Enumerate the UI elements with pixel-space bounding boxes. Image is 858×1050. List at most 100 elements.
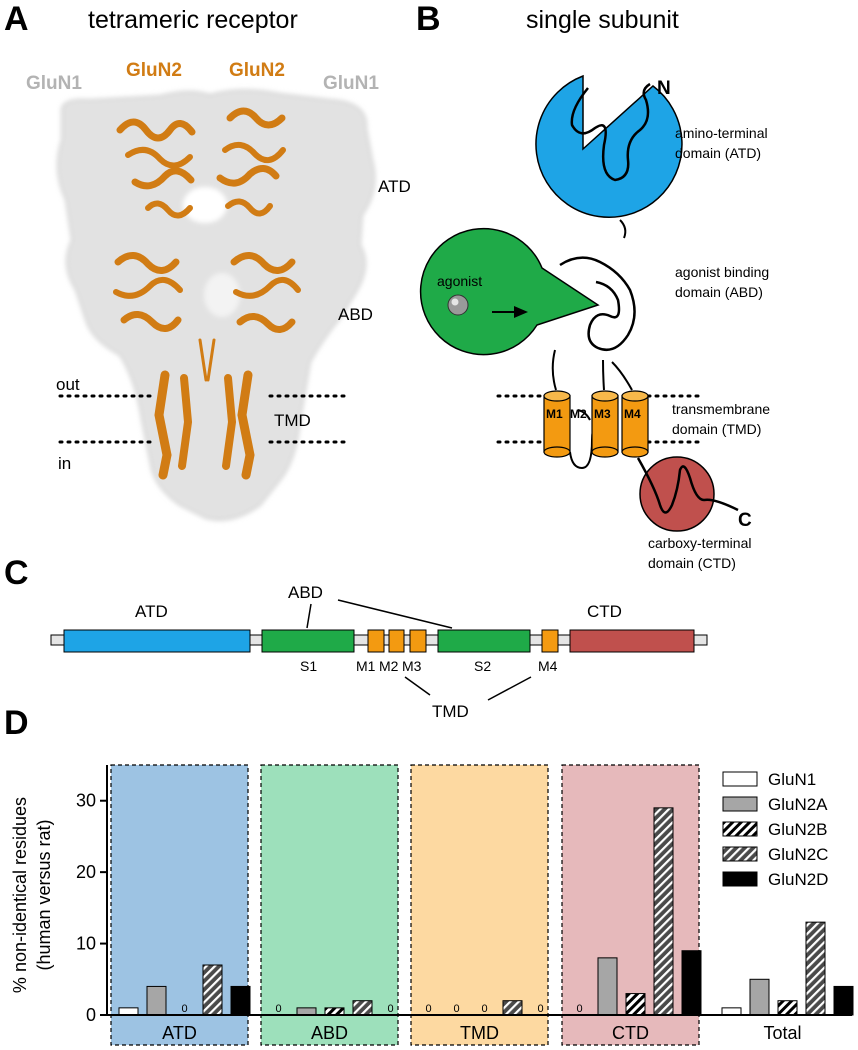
legend-swatch-glun1	[722, 771, 758, 787]
atd-chain	[570, 82, 651, 182]
panel-a-title: tetrameric receptor	[88, 6, 298, 34]
atd-label-line2: domain (ATD)	[675, 145, 761, 161]
bar-glun2b-ctd	[625, 993, 646, 1016]
y-tick-label-30: 30	[76, 791, 96, 811]
legend-swatch-glun2a	[722, 796, 758, 812]
legend-label-glun2c: GluN2C	[768, 845, 828, 864]
bar-glun2b-total	[777, 1000, 798, 1016]
panel-b: B single subunit N amino-terminal domain…	[416, 0, 770, 571]
category-label-abd: ABD	[311, 1023, 348, 1043]
y-tick-label-0: 0	[86, 1005, 96, 1025]
y-tick-label-20: 20	[76, 862, 96, 882]
zero-label-glun1-ctd: 0	[576, 1003, 582, 1015]
abd-pointer-s1	[306, 603, 312, 629]
panel-a: A tetrameric receptor GluN1 GluN2 GluN2 …	[4, 0, 411, 521]
legend-swatch-glun2c	[722, 846, 758, 862]
tmd-label-line2: domain (TMD)	[672, 421, 761, 437]
abd-pointer-s2	[337, 599, 453, 629]
abd-chain	[559, 256, 636, 352]
legend-label-glun1: GluN1	[768, 770, 816, 789]
category-label-ctd: CTD	[612, 1023, 649, 1043]
glun2-ribbons	[113, 107, 301, 480]
category-label-tmd: TMD	[460, 1023, 499, 1043]
category-label-atd: ATD	[162, 1023, 197, 1043]
zero-label-glun2a-tmd: 0	[453, 1003, 459, 1015]
n-terminus-label: N	[657, 78, 671, 99]
agonist-highlight	[451, 298, 459, 306]
y-axis-title-line2: (human versus rat)	[34, 819, 54, 970]
ctd-chain	[636, 457, 739, 514]
panel-c-ctd-label: CTD	[587, 602, 622, 621]
panel-c-s1-label: S1	[300, 658, 317, 674]
legend-label-glun2a: GluN2A	[768, 795, 828, 814]
atd-label-line1: amino-terminal	[675, 125, 768, 141]
panel-a-abd-label: ABD	[338, 305, 373, 324]
zero-label-glun2b-tmd: 0	[481, 1003, 487, 1015]
m1-helix: M1	[543, 390, 571, 458]
m1-segment	[367, 629, 385, 653]
bar-glun2c-total	[805, 921, 826, 1016]
panel-c-s2-label: S2	[474, 658, 491, 674]
chart-axis-layer: ATD ABD TMD CTD Total 0 10 20 30	[76, 765, 852, 1043]
m1-helix-label: M1	[546, 407, 563, 421]
category-label-total: Total	[763, 1023, 801, 1043]
panel-a-letter: A	[4, 0, 29, 38]
bar-glun2d-atd	[230, 985, 251, 1016]
zero-label-glun2d-abd: 0	[387, 1003, 393, 1015]
glun1-right-label: GluN1	[323, 73, 379, 94]
bar-glun2c-tmd	[502, 1000, 523, 1016]
out-label: out	[56, 375, 80, 394]
bar-glun2a-total	[749, 978, 770, 1016]
ctd-label-line1: carboxy-terminal	[648, 535, 751, 551]
category-region-tmd	[410, 764, 549, 1046]
c-terminus-label: C	[738, 510, 752, 531]
bar-glun2c-atd	[202, 964, 223, 1016]
m2-helix-label: M2	[570, 407, 587, 421]
panel-c-atd-label: ATD	[135, 602, 168, 621]
m3-helix: M3	[591, 390, 619, 458]
legend-label-glun2b: GluN2B	[768, 820, 828, 839]
legend-label-glun2d: GluN2D	[768, 870, 828, 889]
panel-c-m4-label: M4	[538, 658, 558, 674]
zero-label-glun1-abd: 0	[275, 1003, 281, 1015]
glun2-right-label: GluN2	[229, 60, 285, 81]
zero-label-glun1-tmd: 0	[425, 1003, 431, 1015]
category-region-atd	[110, 764, 249, 1046]
panel-c-abd-label: ABD	[288, 583, 323, 602]
m2-reentrant	[577, 409, 591, 421]
panel-c-m1-label: M1	[356, 658, 376, 674]
bar-glun2c-abd	[352, 1000, 373, 1016]
m4-segment	[541, 629, 559, 653]
bar-glun1-total	[721, 1007, 742, 1016]
bar-glun2c-ctd	[653, 807, 674, 1016]
agonist-label: agonist	[437, 273, 482, 289]
abd-m1-linker	[551, 349, 557, 391]
atd-segment	[63, 629, 251, 653]
tmd-pointer-m4	[487, 676, 532, 701]
panel-b-letter: B	[416, 0, 441, 38]
y-axis-title-line1: % non-identical residues	[10, 797, 30, 993]
glun1-left-label: GluN1	[26, 73, 82, 94]
m4-helix: M4	[621, 390, 649, 458]
panel-a-tmd-label: TMD	[274, 411, 311, 430]
bar-glun2d-ctd	[681, 950, 702, 1016]
ctd-segment	[569, 629, 695, 653]
bar-glun2a-atd	[146, 985, 167, 1016]
glun2-left-label: GluN2	[126, 60, 182, 81]
in-label: in	[58, 454, 71, 473]
agonist-sphere	[447, 294, 469, 316]
atd-abd-linker	[619, 219, 627, 239]
bar-glun2d-total	[833, 985, 854, 1016]
y-tick-label-10: 10	[76, 934, 96, 954]
tmd-label-line1: transmembrane	[672, 401, 770, 417]
panel-b-title: single subunit	[526, 6, 679, 34]
s1-segment	[261, 629, 355, 653]
receptor-surface	[56, 89, 376, 521]
zero-label-glun2b-atd: 0	[181, 1003, 187, 1015]
agonist-arrow-head	[514, 306, 528, 318]
s2-segment	[437, 629, 531, 653]
